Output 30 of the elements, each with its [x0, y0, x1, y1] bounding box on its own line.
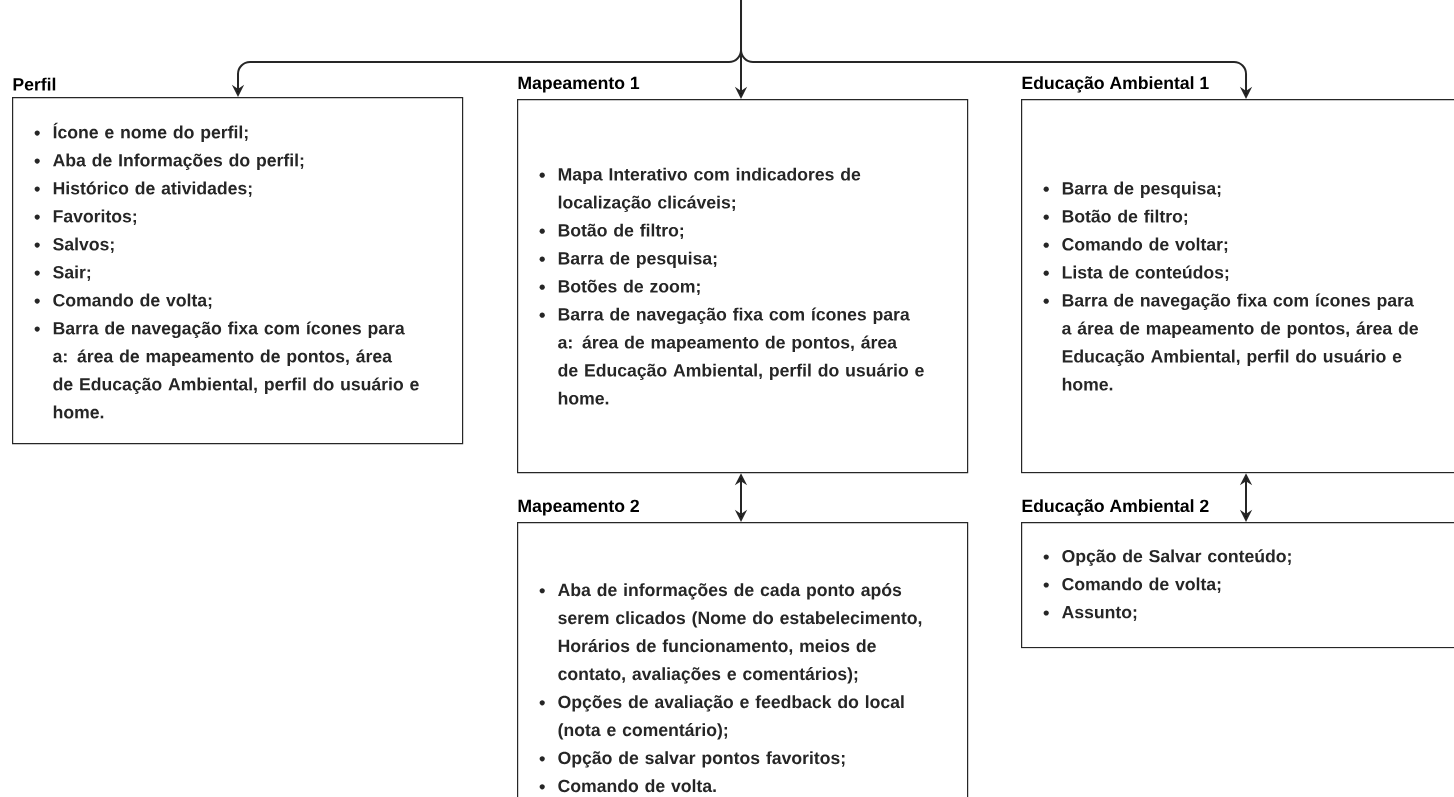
- list-item: Comando de voltar;: [1043, 237, 1228, 254]
- box-heading: Educação Ambiental 2: [1022, 499, 1209, 516]
- list-item: Histórico de atividades;: [34, 181, 252, 198]
- list-item: Aba de informações de cada ponto após serem clicados (Nome do estabelecimento, Horários de funcionamento, meios de contato, avaliações e comentários);: [539, 583, 922, 684]
- list-item: Salvos;: [34, 237, 114, 254]
- list-item: Comando de volta;: [1043, 577, 1221, 593]
- list-item: Barra de navegação fixa com ícones para a: área de mapeamento de pontos, área de Educação Ambiental, perfil do usuário e home.: [539, 307, 924, 405]
- list-item: Aba de Informações do perfil;: [34, 153, 304, 170]
- box-heading: Mapeamento 1: [518, 76, 640, 93]
- list-item: Botões de zoom;: [539, 279, 700, 296]
- list-item: Barra de navegação fixa com ícones para a: área de mapeamento de pontos, área de Educação Ambiental, perfil do usuário e home.: [34, 321, 419, 419]
- list-item: Sair;: [34, 265, 91, 282]
- box-heading: Mapeamento 2: [518, 499, 639, 516]
- list-item: Assunto;: [1043, 606, 1137, 621]
- box-heading: Educação Ambiental 1: [1022, 76, 1209, 93]
- list-item: Opções de avaliação e feedback do local (nota e comentário);: [539, 695, 904, 740]
- list-item: Opção de Salvar conteúdo;: [1043, 549, 1291, 566]
- list-item: Botão de filtro;: [539, 223, 683, 240]
- list-item: Botão de filtro;: [1043, 209, 1187, 226]
- list-item: Comando de volta;: [34, 293, 212, 310]
- list-item: Opção de salvar pontos favoritos;: [539, 751, 845, 768]
- list-item: Barra de navegação fixa com ícones para a área de mapeamento de pontos, área de Educação Ambiental, perfil do usuário e home.: [1043, 293, 1418, 391]
- list-item: Lista de conteúdos;: [1043, 265, 1229, 282]
- list-item: Favoritos;: [34, 209, 136, 226]
- list-item: Barra de pesquisa;: [1043, 181, 1221, 199]
- list-item: Ícone e nome do perfil;: [34, 122, 248, 142]
- box-heading: Perfil: [13, 77, 56, 91]
- list-item: Barra de pesquisa;: [539, 251, 717, 269]
- list-item: Comando de volta.: [539, 779, 716, 793]
- list-item: Mapa Interativo com indicadores de localização clicáveis;: [539, 167, 861, 213]
